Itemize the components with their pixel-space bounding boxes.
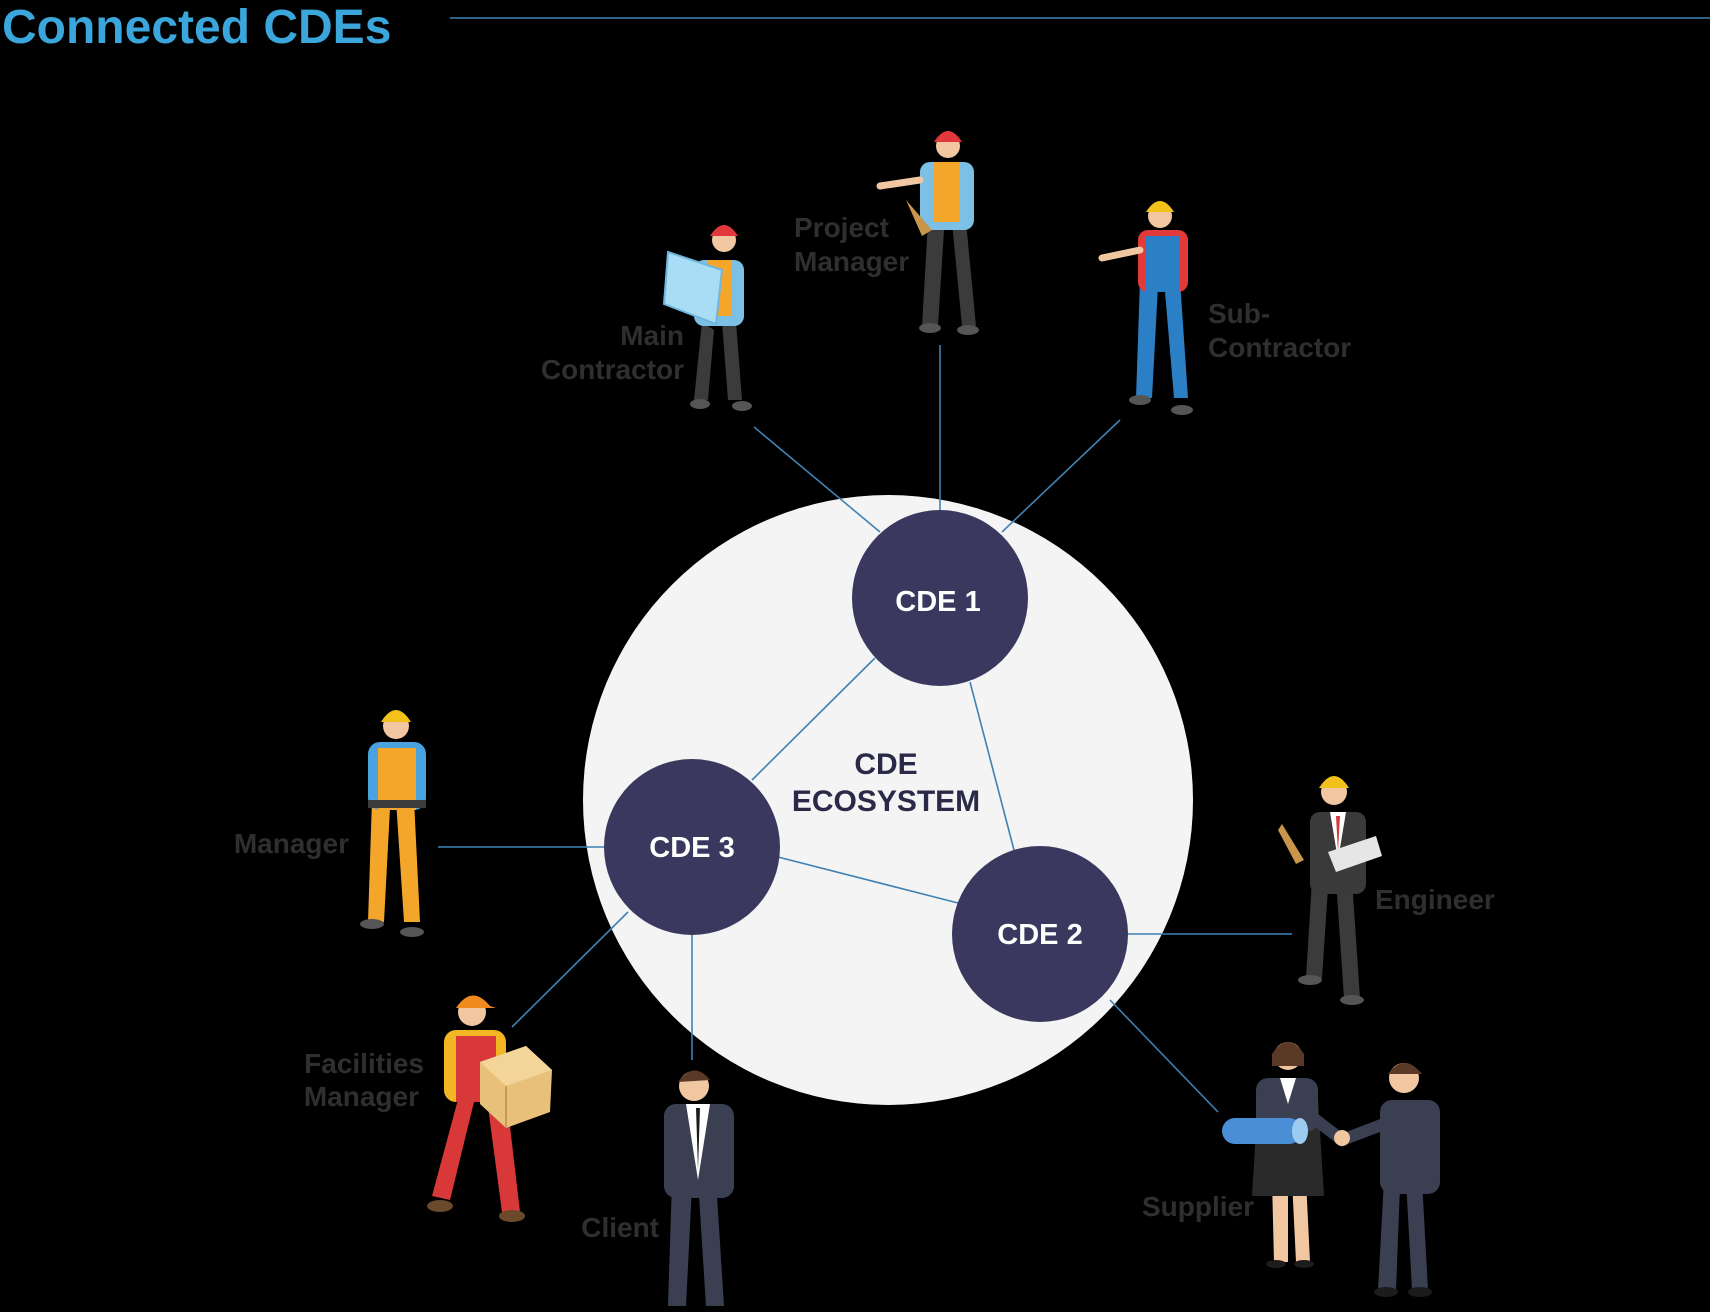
role-project-manager-line2: Manager: [794, 246, 909, 277]
sub-contractor-figure-icon: [1098, 201, 1193, 415]
cde-node-3-label: CDE 3: [649, 832, 734, 864]
link-sub-contractor: [1001, 419, 1121, 533]
role-facilities-manager-line2: Manager: [304, 1081, 419, 1112]
role-main-contractor-line1: Main: [620, 320, 684, 351]
role-sub-contractor-line1: Sub-: [1208, 298, 1270, 329]
link-cde1-cde2: [969, 681, 1015, 851]
cde-node-2-label: CDE 2: [997, 919, 1082, 951]
cde-node-1-label: CDE 1: [895, 586, 980, 618]
role-facilities-manager-line1: Facilities: [304, 1048, 424, 1079]
engineer-figure-icon: [1278, 776, 1382, 1005]
link-main-contractor: [753, 426, 881, 533]
main-contractor-figure-icon: [662, 225, 752, 411]
ecosystem-label-line1: CDE: [854, 748, 917, 781]
project-manager-figure-icon: [876, 131, 979, 335]
role-client: Client: [581, 1212, 659, 1243]
supplier-figure-icon: [1222, 1042, 1440, 1297]
cde-node-2: CDE 2: [952, 846, 1128, 1022]
manager-figure-icon: [360, 710, 426, 937]
role-supplier: Supplier: [1142, 1191, 1254, 1222]
role-project-manager-line1: Project: [794, 212, 889, 243]
role-engineer: Engineer: [1375, 884, 1495, 915]
link-cde3-cde2: [777, 856, 959, 904]
role-main-contractor-line2: Contractor: [541, 354, 684, 385]
connectors: [438, 345, 1292, 1113]
link-cde1-cde3: [751, 657, 876, 781]
page-title: Connected CDEs: [2, 1, 391, 54]
role-sub-contractor-line2: Contractor: [1208, 332, 1351, 363]
role-manager: Manager: [234, 828, 349, 859]
cde-node-3: CDE 3: [604, 759, 780, 935]
cde-node-1: CDE 1: [852, 510, 1028, 686]
link-supplier: [1109, 999, 1219, 1113]
link-facilities-manager: [511, 911, 629, 1028]
ecosystem-label-line2: ECOSYSTEM: [792, 785, 980, 818]
client-figure-icon: [664, 1070, 734, 1306]
facilities-manager-figure-icon: [427, 995, 552, 1222]
